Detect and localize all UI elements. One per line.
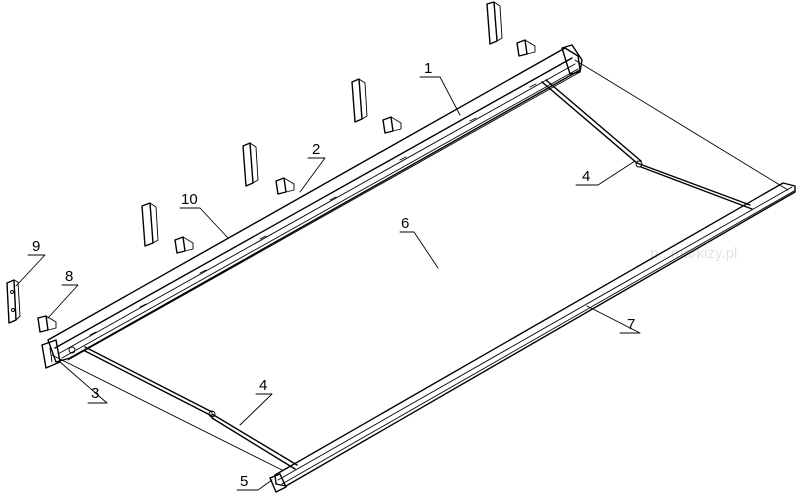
- front-bar-end-cap: [269, 473, 287, 493]
- callout-7: 7: [627, 316, 635, 333]
- callout-10: 10: [181, 191, 198, 208]
- watermark-text: p...markizy.pl: [650, 245, 737, 262]
- callout-2: 2: [312, 141, 320, 158]
- bracket-pair-2: [242, 142, 295, 195]
- arm-mount-bracket: [37, 315, 57, 333]
- callout-4-right: 4: [582, 168, 590, 185]
- callouts: 1 2 10 6 9 8 3 4 4 5 7: [15, 60, 641, 491]
- callout-5: 5: [240, 473, 248, 490]
- bracket-pair-3: [351, 78, 402, 134]
- rail-holes: [89, 83, 537, 336]
- bracket-pair-4: [486, 1, 536, 57]
- bracket-set: [6, 1, 536, 333]
- main-rail: [47, 47, 581, 363]
- bracket-pair-1: [141, 202, 194, 254]
- callout-3: 3: [91, 385, 99, 402]
- right-end-cap: [561, 44, 583, 75]
- callout-1: 1: [424, 60, 432, 77]
- wall-mount-bracket: [6, 279, 21, 324]
- callout-9: 9: [32, 238, 40, 255]
- folding-arm-right: [541, 79, 753, 210]
- callout-6: 6: [401, 215, 409, 232]
- callout-8: 8: [65, 268, 73, 285]
- callout-4-left: 4: [259, 377, 267, 394]
- folding-arm-left: [84, 346, 298, 470]
- front-bar: [274, 182, 796, 487]
- awning-fabric: [51, 59, 789, 471]
